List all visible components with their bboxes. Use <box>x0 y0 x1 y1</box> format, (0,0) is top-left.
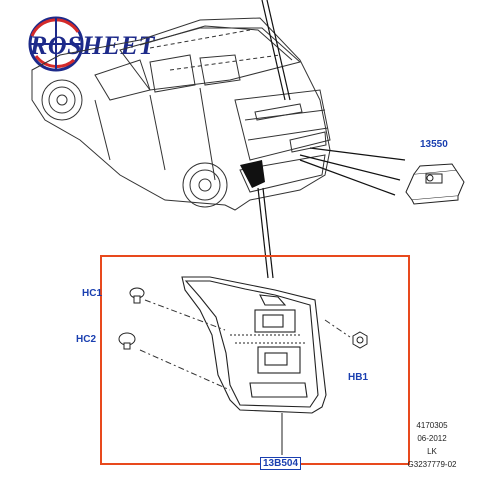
clip-icon <box>118 332 136 350</box>
logo-text: ROSHEET <box>30 31 155 60</box>
brand-logo: ROSHEET <box>12 14 172 74</box>
label-clip-mid[interactable]: HC2 <box>76 334 97 345</box>
reference-line-4: G3237779-02 <box>407 460 457 469</box>
tail-lamp-illustration <box>139 276 351 455</box>
label-clip-top[interactable]: HC1 <box>82 288 103 299</box>
reference-line-3: LK <box>427 447 437 456</box>
reference-line-1: 4170305 <box>416 421 448 430</box>
logo-wheel-icon <box>28 16 84 72</box>
label-tail-lamp[interactable]: 13B504 <box>260 457 302 470</box>
clip-icon <box>129 287 145 304</box>
reference-line-2: 06-2012 <box>417 434 447 443</box>
license-plate-lamp-illustration <box>405 163 465 205</box>
nut-icon <box>352 331 368 349</box>
label-nut[interactable]: HB1 <box>348 372 369 383</box>
detail-highlight-box <box>100 255 410 465</box>
label-license-lamp[interactable]: 13550 <box>420 139 448 150</box>
